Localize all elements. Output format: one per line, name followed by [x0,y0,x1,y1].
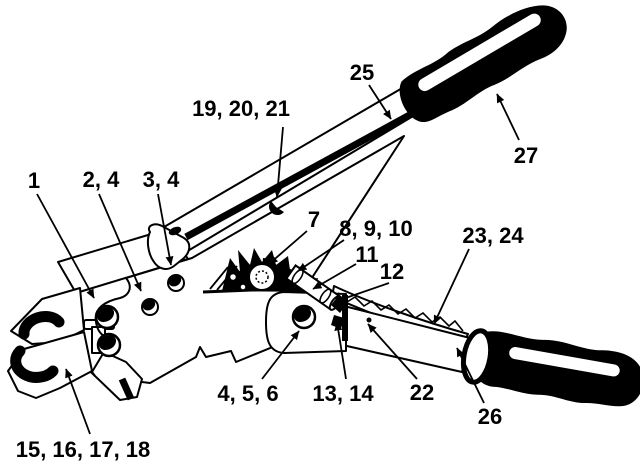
leader-23-24 [433,248,470,325]
upper-grip-slot [418,13,541,92]
lower-grip-slot [509,347,620,377]
leader-1 [36,193,95,299]
leader-lines [36,84,520,435]
upper-handle [146,5,567,270]
callout-labels: 1 2, 4 3, 4 19, 20, 21 25 27 7 8, 9, 10 … [16,60,539,462]
leader-25 [368,84,392,120]
handle-bracket [146,223,191,270]
bracket-hole [168,226,182,236]
leader-15-16-17-18 [65,368,91,435]
leader-27 [496,93,520,141]
lower-grip [460,328,640,407]
lower-handle [331,285,640,407]
mech-hole-1 [228,272,238,282]
leader-4-5-6 [261,330,300,380]
ratchet-strip-serration [337,292,464,332]
mech-hole-2 [239,283,247,291]
upper-die [18,310,65,340]
callout-label-23-24: 23, 24 [462,223,524,248]
bolt [291,304,317,330]
spring-pin-dot [366,317,372,323]
callout-label-15-16-17-18: 15, 16, 17, 18 [16,437,151,462]
leader-8-9-10 [297,239,345,272]
callout-label-11: 11 [355,242,378,267]
callout-label-4-5-6: 4, 5, 6 [217,381,278,406]
callout-label-25: 25 [350,60,374,85]
bolt [141,298,159,316]
callout-label-26: 26 [478,404,502,429]
retaining-clip [268,201,284,216]
ratchet-gear [248,263,276,291]
lower-die [10,345,59,383]
callout-label-22: 22 [410,380,434,405]
strip-slot-bar [342,295,348,341]
leader-13-14 [334,321,347,380]
leader-11 [312,263,357,290]
front-prong-edge [118,377,135,401]
gear-detail-ring [255,270,269,284]
leader-12 [336,282,390,302]
callout-label-27: 27 [514,143,538,168]
leader-3-4 [157,193,174,266]
bolt [94,304,120,330]
callout-label-3-4: 3, 4 [143,167,180,192]
callout-label-1: 1 [28,168,40,193]
bolt [96,332,122,358]
leader-26 [456,347,485,404]
frame-bolts [94,274,185,358]
callout-label-2-4: 2, 4 [83,167,120,192]
leader-22 [367,323,418,380]
actuator-rod [184,101,430,241]
callout-label-7: 7 [308,207,320,232]
ratchet-teeth [243,258,281,278]
callout-label-12: 12 [380,259,404,284]
leader-7 [268,230,308,265]
bolt [167,274,185,292]
callout-label-13-14: 13, 14 [312,381,374,406]
leader-2-4 [98,193,142,292]
upper-grip [399,5,567,122]
callout-label-19-20-21: 19, 20, 21 [192,96,290,121]
callout-label-8-9-10: 8, 9, 10 [339,216,412,241]
leader-19-20-21 [273,126,284,198]
